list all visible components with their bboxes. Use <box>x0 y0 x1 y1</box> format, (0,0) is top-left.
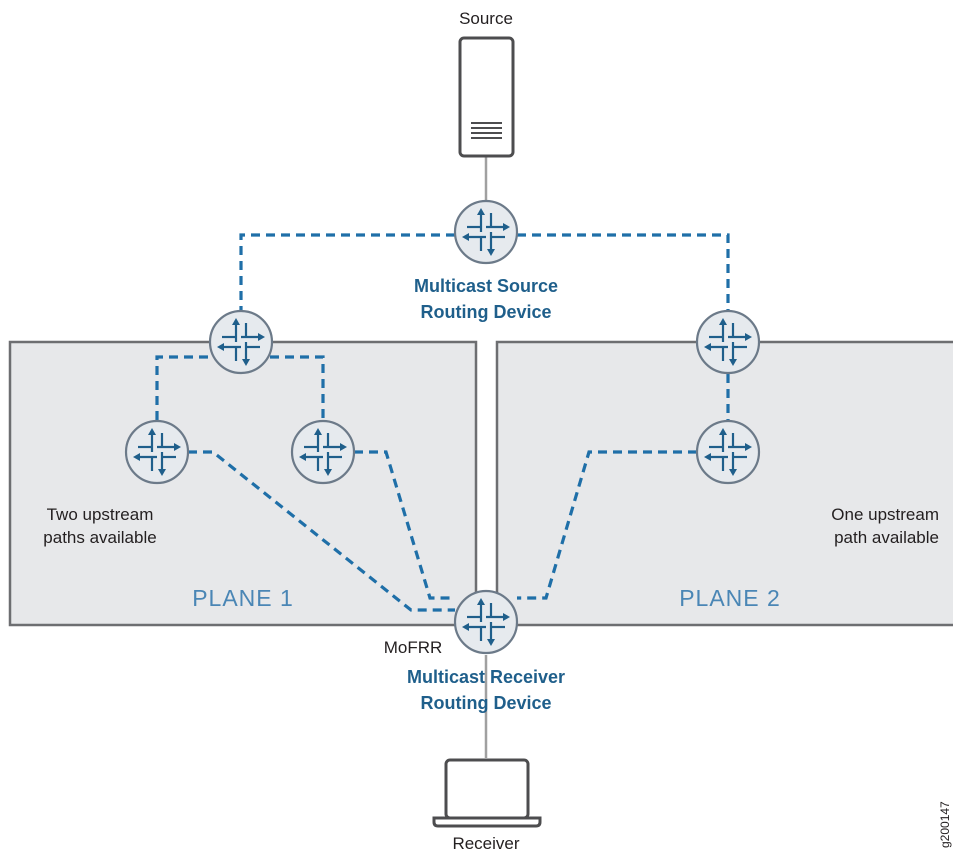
receiver-router-icon <box>453 589 519 655</box>
path-left-branch-right <box>270 355 325 420</box>
receiver-router-label-line2: Routing Device <box>420 693 551 713</box>
plane2-label: PLANE 2 <box>679 585 781 611</box>
server-icon <box>458 36 515 158</box>
plane2-top-router-icon <box>695 309 761 375</box>
path-plane1-a-to-receiver <box>188 450 455 612</box>
source-router-label-line2: Routing Device <box>420 302 551 322</box>
figure-code: g200147 <box>938 801 952 848</box>
source-label: Source <box>459 9 513 28</box>
left-note-line2: paths available <box>43 528 156 547</box>
path-source-to-right <box>517 233 730 312</box>
left-note-line1: Two upstream <box>47 505 154 524</box>
path-plane1-b-to-receiver <box>354 450 455 600</box>
path-plane2-to-receiver <box>517 450 697 600</box>
receiver-label: Receiver <box>452 834 519 853</box>
path-source-to-left <box>239 233 455 312</box>
plane1-right-router-icon <box>290 419 356 485</box>
receiver-router-label-line1: Multicast Receiver <box>407 667 565 687</box>
right-note-line2: path available <box>834 528 939 547</box>
source-router-icon <box>453 199 519 265</box>
path-left-to-branches <box>155 355 208 420</box>
plane1-top-router-icon <box>208 309 274 375</box>
plane1-label: PLANE 1 <box>192 585 294 611</box>
source-router-label-line1: Multicast Source <box>414 276 558 296</box>
plane-1-box <box>8 340 478 627</box>
laptop-icon <box>432 758 542 828</box>
plane1-left-router-icon <box>124 419 190 485</box>
right-note-line1: One upstream <box>831 505 939 524</box>
plane2-lower-router-icon <box>695 419 761 485</box>
mofrr-label: MoFRR <box>384 638 443 657</box>
